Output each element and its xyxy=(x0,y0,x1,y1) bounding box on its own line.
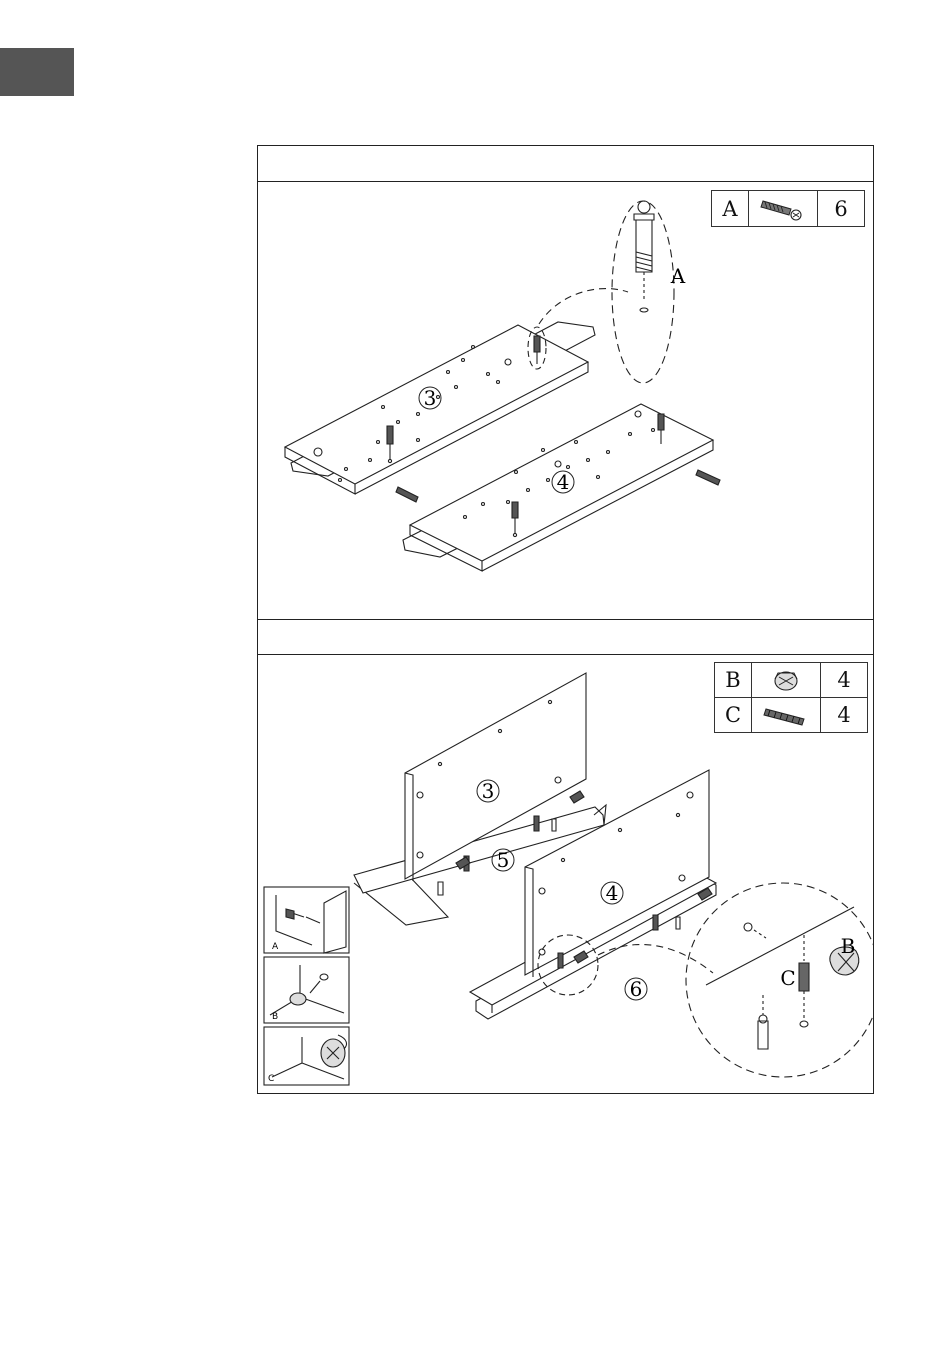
panel-number-6: 6 xyxy=(630,977,643,1001)
panel-number-3: 3 xyxy=(424,386,437,410)
panel-number-5: 5 xyxy=(497,848,510,872)
panel-number-3: 3 xyxy=(482,779,495,803)
instruction-frame: A 6 xyxy=(257,145,874,1094)
base-5-label: 5 xyxy=(492,848,514,872)
callout-label-c: C xyxy=(780,966,795,990)
inset-label-a: A xyxy=(272,942,279,952)
language-tab xyxy=(0,48,74,96)
inset-label-c: C xyxy=(268,1074,274,1084)
base-6-label: 6 xyxy=(625,977,647,1001)
step-1-illustration: A 6 xyxy=(258,182,873,619)
callout-label-b: B xyxy=(841,934,856,958)
inset-label-b: B xyxy=(272,1012,278,1022)
step-2-illustration: B 4 C 4 xyxy=(258,655,873,1093)
callout-label-a: A xyxy=(670,264,686,288)
panel-number-4: 4 xyxy=(606,881,619,905)
step-1-drawing: A 3 4 xyxy=(258,182,873,619)
step-2-drawing: A B C B C 3 5 4 6 xyxy=(258,655,873,1093)
panel-number-4: 4 xyxy=(557,470,570,494)
step-1-header xyxy=(258,146,873,182)
step-2-header xyxy=(258,619,873,655)
